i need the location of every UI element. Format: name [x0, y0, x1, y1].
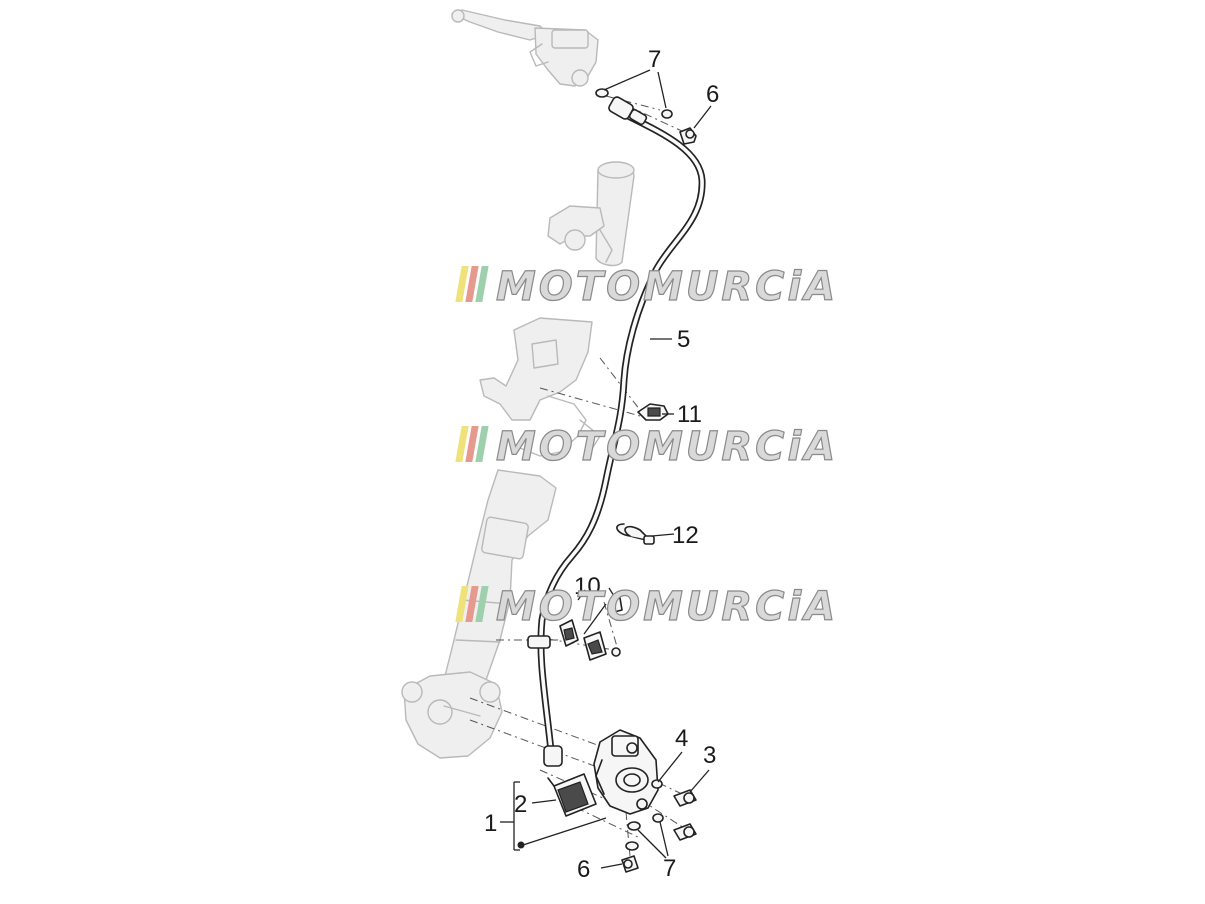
top-fittings [595, 88, 697, 145]
callout-7-bottom: 7 [663, 855, 676, 882]
callout-6-bottom: 6 [577, 856, 590, 883]
hose-clamps-10 [559, 597, 623, 661]
callout-3: 3 [703, 742, 716, 769]
ghost-context-parts [401, 9, 635, 759]
brake-pads-2 [547, 773, 597, 817]
callout-6-top: 6 [706, 81, 719, 108]
callout-1: 1 [484, 810, 497, 837]
brake-hose [527, 96, 706, 767]
bottom-fasteners [621, 779, 697, 873]
cable-tie-12 [616, 523, 655, 545]
brake-caliper [593, 729, 659, 815]
callout-5: 5 [677, 326, 690, 353]
watermark-text-2: MOTOMURCiA [496, 424, 838, 470]
callout-11: 11 [677, 401, 702, 428]
watermark-3: MOTOMURCiA [455, 583, 838, 631]
callout-12: 12 [672, 522, 699, 549]
hose-clip-11 [637, 403, 669, 421]
callout-labels: 7 6 5 11 12 10 4 3 2 1 6 7 [484, 46, 719, 883]
watermark-text-3: MOTOMURCiA [496, 584, 838, 630]
watermark-1: MOTOMURCiA [455, 263, 838, 311]
leader-lines [500, 69, 712, 869]
callout-10: 10 [574, 573, 601, 600]
callout-4: 4 [675, 725, 688, 752]
callout-7-top: 7 [648, 46, 661, 73]
watermark-2: MOTOMURCiA [455, 423, 838, 471]
callout-2: 2 [514, 791, 527, 818]
watermark-text-1: MOTOMURCiA [496, 264, 838, 310]
